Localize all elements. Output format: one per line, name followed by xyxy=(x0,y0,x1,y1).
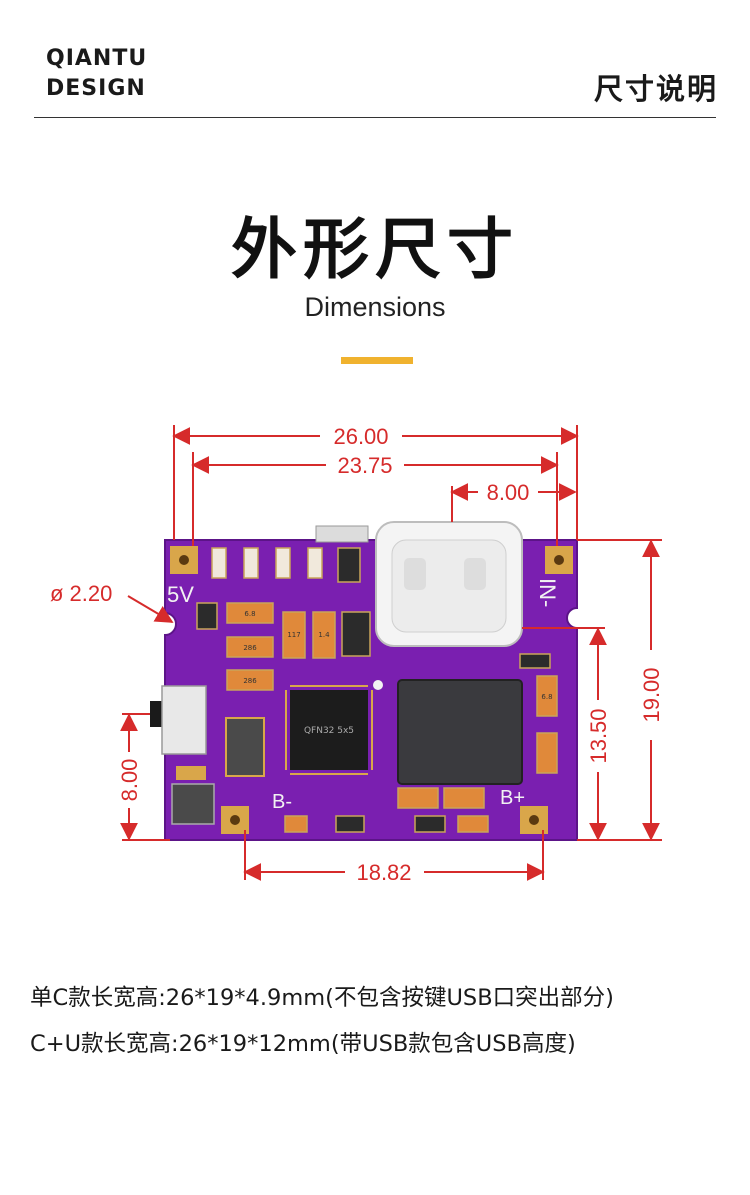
label-b-plus: B+ xyxy=(500,787,525,809)
chip-marking: QFN32 5x5 xyxy=(304,726,354,736)
label-b-minus: B- xyxy=(272,791,292,813)
res-label-4: 117 xyxy=(287,631,300,639)
res-label-3: 286 xyxy=(243,677,257,685)
section-title: 尺寸说明 xyxy=(593,72,718,106)
label-5v: 5V xyxy=(167,582,194,607)
res-label-6: 6.8 xyxy=(541,693,552,701)
dim-height: 19.00 xyxy=(639,667,664,722)
dim-hole-diameter: ø 2.20 xyxy=(50,581,112,606)
dim-usb-offset: 8.00 xyxy=(487,480,530,505)
page-subtitle: Dimensions xyxy=(304,292,446,322)
dim-inner-height: 13.50 xyxy=(586,708,611,763)
page-title: 外形尺寸 xyxy=(231,211,519,288)
res-label-1: 6.8 xyxy=(244,610,255,618)
label-in: IN- xyxy=(535,578,560,607)
header-divider xyxy=(34,117,716,118)
spec-list: 单C款长宽高:26*19*4.9mm(不包含按键USB口突出部分) C+U款长宽… xyxy=(30,975,730,1067)
dim-overall-width: 26.00 xyxy=(333,424,388,449)
spec-line-c-plus-u: C+U款长宽高:26*19*12mm(带USB款包含USB高度) xyxy=(30,1031,576,1057)
usb-c-connector xyxy=(315,521,523,647)
dim-bottom-width: 18.82 xyxy=(356,860,411,885)
pcb-board: 6.8 286 286 117 1.4 6.8 QFN32 5x5 xyxy=(150,521,578,841)
accent-bar xyxy=(341,357,413,364)
res-label-5: 1.4 xyxy=(318,631,330,639)
dim-left-height: 8.00 xyxy=(117,759,142,802)
qfn-chip: QFN32 5x5 xyxy=(285,685,373,775)
res-label-2: 286 xyxy=(243,644,257,652)
brand-line-2: DESIGN xyxy=(46,76,146,101)
brand-line-1: QIANTU xyxy=(46,46,148,71)
spec-line-single-c: 单C款长宽高:26*19*4.9mm(不包含按键USB口突出部分) xyxy=(30,985,614,1011)
brand-logo: QIANTU DESIGN xyxy=(46,44,147,104)
pcb-dimension-drawing: 6.8 286 286 117 1.4 6.8 QFN32 5x5 xyxy=(50,424,664,885)
dim-hole-spacing: 23.75 xyxy=(337,453,392,478)
dimension-lines xyxy=(120,425,662,881)
